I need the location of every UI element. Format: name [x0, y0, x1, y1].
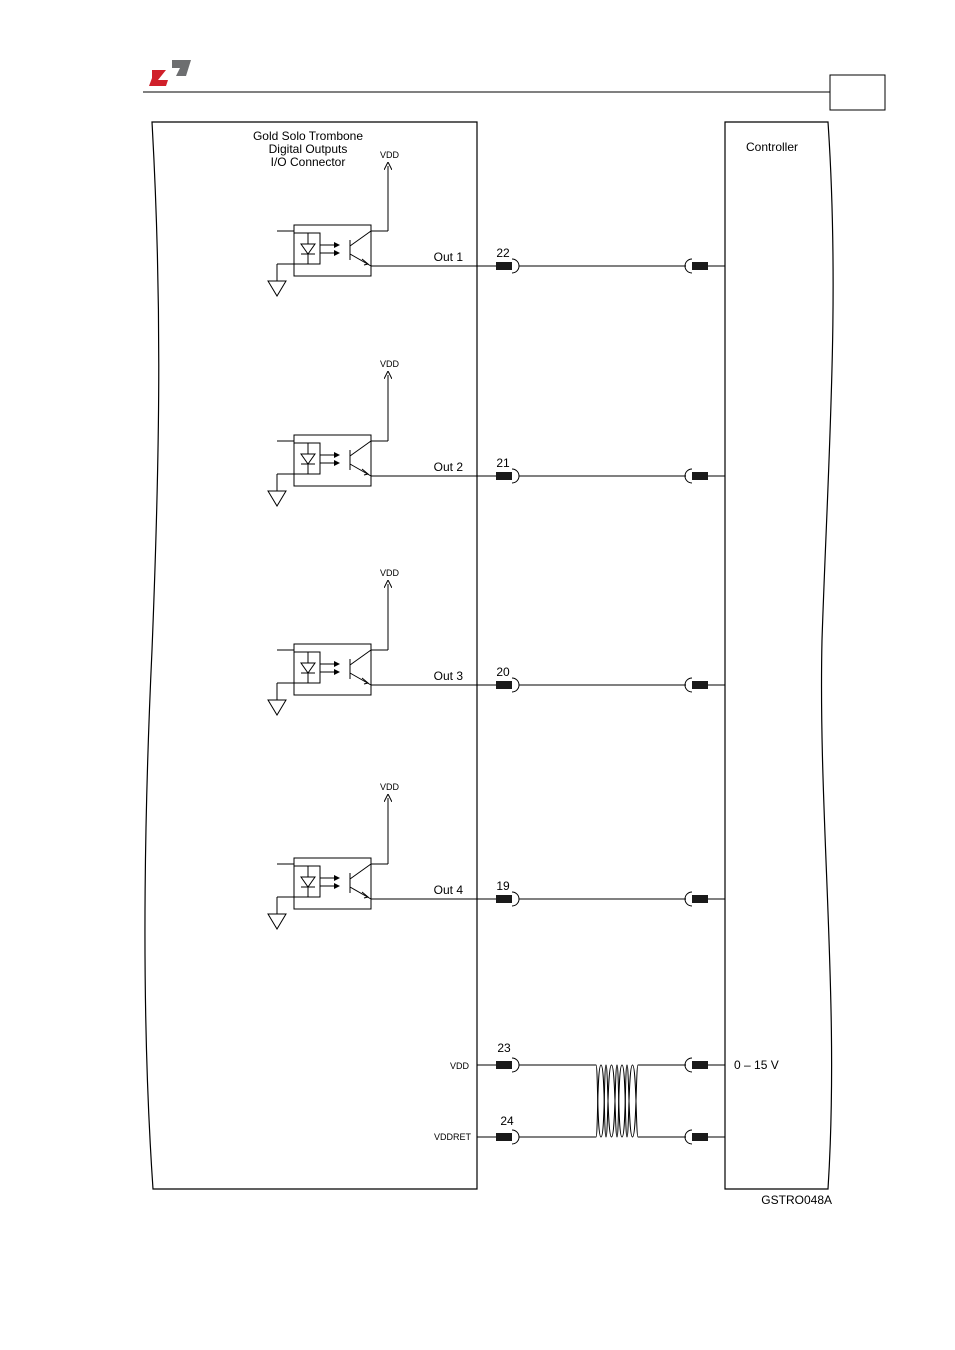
- controller-connector: [692, 472, 708, 480]
- twisted-wire-a: [596, 1065, 638, 1137]
- pin-number: 22: [496, 246, 510, 260]
- vdd-controller-connector: [692, 1061, 708, 1069]
- pin-socket: [512, 469, 519, 483]
- drive-panel-title-line-2: Digital Outputs: [269, 142, 348, 156]
- output-label: Out 3: [434, 669, 464, 683]
- pin-number: 19: [496, 879, 510, 893]
- vddret-pin-number: 24: [500, 1114, 514, 1128]
- pin-socket: [512, 678, 519, 692]
- controller-connector: [692, 681, 708, 689]
- controller-socket: [685, 678, 692, 692]
- controller-panel: [725, 122, 833, 1189]
- twisted-wire-b: [596, 1065, 638, 1137]
- vdd-label: VDD: [380, 359, 400, 369]
- pin-socket: [512, 259, 519, 273]
- output-label: Out 4: [434, 883, 464, 897]
- controller-panel-title: Controller: [746, 140, 798, 154]
- controller-connector: [692, 895, 708, 903]
- controller-socket: [685, 469, 692, 483]
- figure-id: GSTRO048A: [761, 1193, 832, 1207]
- vdd-pin-socket: [512, 1058, 519, 1072]
- voltage-range-label: 0 – 15 V: [734, 1058, 779, 1072]
- vdd-label: VDD: [380, 782, 400, 792]
- pin-connector: [496, 472, 512, 480]
- page-number-box: [830, 75, 885, 110]
- output-label: Out 2: [434, 460, 464, 474]
- vdd-pin-number: 23: [497, 1041, 511, 1055]
- pin-number: 21: [496, 456, 510, 470]
- company-logo: [149, 60, 191, 86]
- vdd-pin-connector: [496, 1061, 512, 1069]
- output-label: Out 1: [434, 250, 464, 264]
- vdd-label: VDD: [380, 568, 400, 578]
- pin-number: 20: [496, 665, 510, 679]
- pin-connector: [496, 895, 512, 903]
- vddret-pin-connector: [496, 1133, 512, 1141]
- controller-connector: [692, 262, 708, 270]
- vddret-controller-connector: [692, 1133, 708, 1141]
- vddret-supply-label: VDDRET: [434, 1132, 472, 1142]
- twisted-pair-symbol: [596, 1065, 638, 1137]
- drive-panel-title-line-3: I/O Connector: [271, 155, 346, 169]
- pin-socket: [512, 892, 519, 906]
- vddret-pin-socket: [512, 1130, 519, 1144]
- pin-connector: [496, 262, 512, 270]
- vdd-controller-socket: [685, 1058, 692, 1072]
- pin-connector: [496, 681, 512, 689]
- vddret-controller-socket: [685, 1130, 692, 1144]
- vdd-supply-label: VDD: [450, 1061, 470, 1071]
- controller-socket: [685, 259, 692, 273]
- vdd-label: VDD: [380, 150, 400, 160]
- drive-panel-title-line-1: Gold Solo Trombone: [253, 129, 363, 143]
- controller-socket: [685, 892, 692, 906]
